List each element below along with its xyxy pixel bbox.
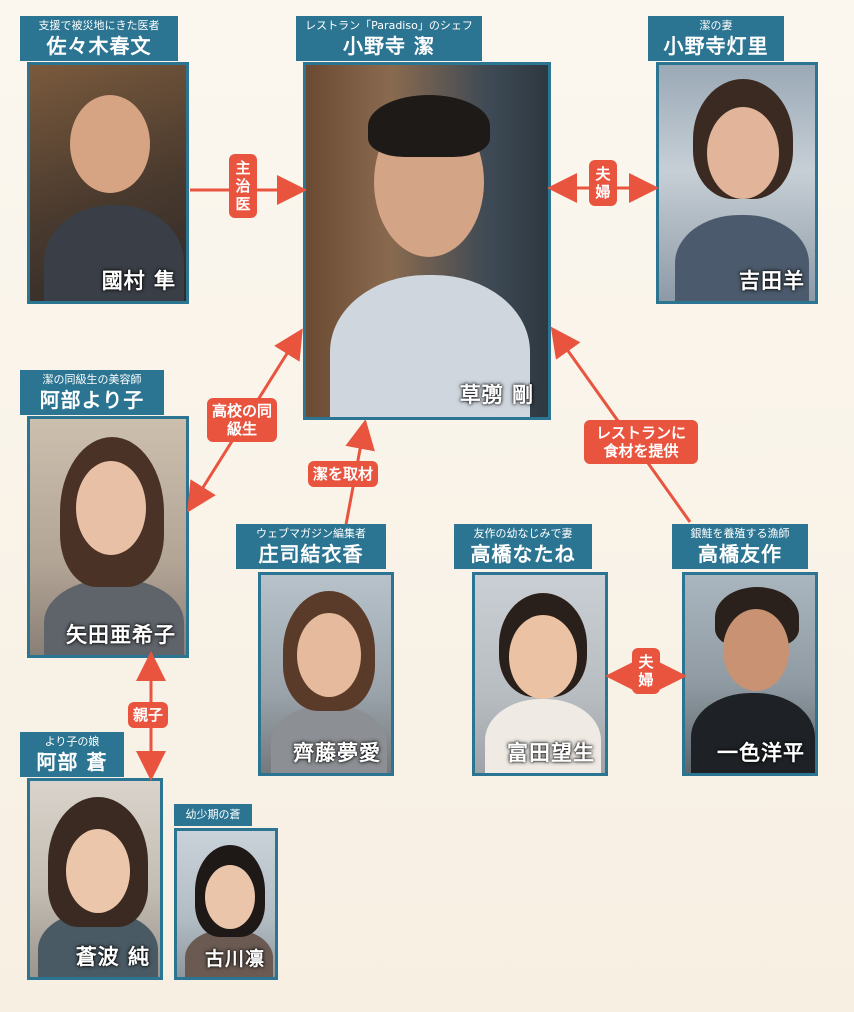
portrait-photo-furukawa: 古川凛	[174, 828, 278, 980]
relation-classmate: 高校の同級生	[207, 398, 277, 442]
portrait-photo-yada: 矢田亜希子	[27, 416, 189, 658]
character-role: レストラン「Paradiso」のシェフ	[305, 19, 473, 32]
character-role: 支援で被災地にきた医者	[38, 19, 160, 32]
character-role: 銀鮭を養殖する漁師	[690, 527, 790, 540]
relation-parent-child: 親子	[128, 702, 169, 728]
character-name: 小野寺灯里	[663, 34, 769, 58]
character-name: 阿部より子	[39, 388, 145, 412]
character-name: 小野寺 潔	[343, 34, 435, 58]
actor-name: 齊藤夢愛	[293, 740, 381, 765]
actor-name: 古川凛	[204, 948, 265, 970]
character-label-isshiki: 銀鮭を養殖する漁師 高橋友作	[672, 524, 808, 569]
character-name: 高橋友作	[698, 542, 782, 566]
character-label-yoshida: 潔の妻 小野寺灯里	[648, 16, 784, 61]
portrait-photo-aoba: 蒼波 純	[27, 778, 163, 980]
actor-name: 蒼波 純	[75, 944, 150, 969]
portrait-photo-tomita: 富田望生	[472, 572, 608, 776]
relation-spouse-main: 夫婦	[589, 160, 617, 206]
character-name: 佐々木春文	[46, 34, 152, 58]
portrait-photo-saito: 齊藤夢愛	[258, 572, 394, 776]
character-label-kunimura: 支援で被災地にきた医者 佐々木春文	[20, 16, 178, 61]
relation-supply: レストランに食材を提供	[584, 420, 698, 464]
character-label-tomita: 友作の幼なじみで妻 高橋なたね	[454, 524, 592, 569]
portrait-photo-yoshida: 吉田羊	[656, 62, 818, 304]
actor-name: 國村 隼	[101, 268, 176, 293]
character-role: 友作の幼なじみで妻	[473, 527, 573, 540]
portrait-photo-isshiki: 一色洋平	[682, 572, 818, 776]
character-name: 阿部 蒼	[36, 750, 108, 774]
character-role: 潔の同級生の美容師	[42, 373, 142, 386]
relation-interview: 潔を取材	[308, 461, 379, 487]
character-role: ウェブマガジン編集者	[256, 527, 366, 540]
portrait-photo-kusanagi: 草彅 剛	[303, 62, 551, 420]
character-label-furukawa: 幼少期の蒼	[174, 804, 252, 826]
character-role: 潔の妻	[699, 19, 733, 32]
character-role: 幼少期の蒼	[185, 808, 241, 821]
character-name: 庄司結衣香	[258, 542, 364, 566]
character-role: より子の娘	[44, 735, 100, 748]
character-name: 高橋なたね	[470, 542, 576, 566]
character-label-aoba: より子の娘 阿部 蒼	[20, 732, 124, 777]
relation-spouse-takahashi: 夫婦	[632, 648, 660, 694]
character-label-kusanagi: レストラン「Paradiso」のシェフ 小野寺 潔	[296, 16, 482, 61]
relation-doctor: 主治医	[229, 154, 257, 218]
character-label-saito: ウェブマガジン編集者 庄司結衣香	[236, 524, 386, 569]
actor-name: 一色洋平	[717, 740, 805, 765]
portrait-photo-kunimura: 國村 隼	[27, 62, 189, 304]
actor-name: 吉田羊	[739, 268, 805, 293]
actor-name: 草彅 剛	[459, 382, 534, 407]
actor-name: 富田望生	[507, 740, 595, 765]
actor-name: 矢田亜希子	[66, 622, 176, 647]
character-label-yada: 潔の同級生の美容師 阿部より子	[20, 370, 164, 415]
